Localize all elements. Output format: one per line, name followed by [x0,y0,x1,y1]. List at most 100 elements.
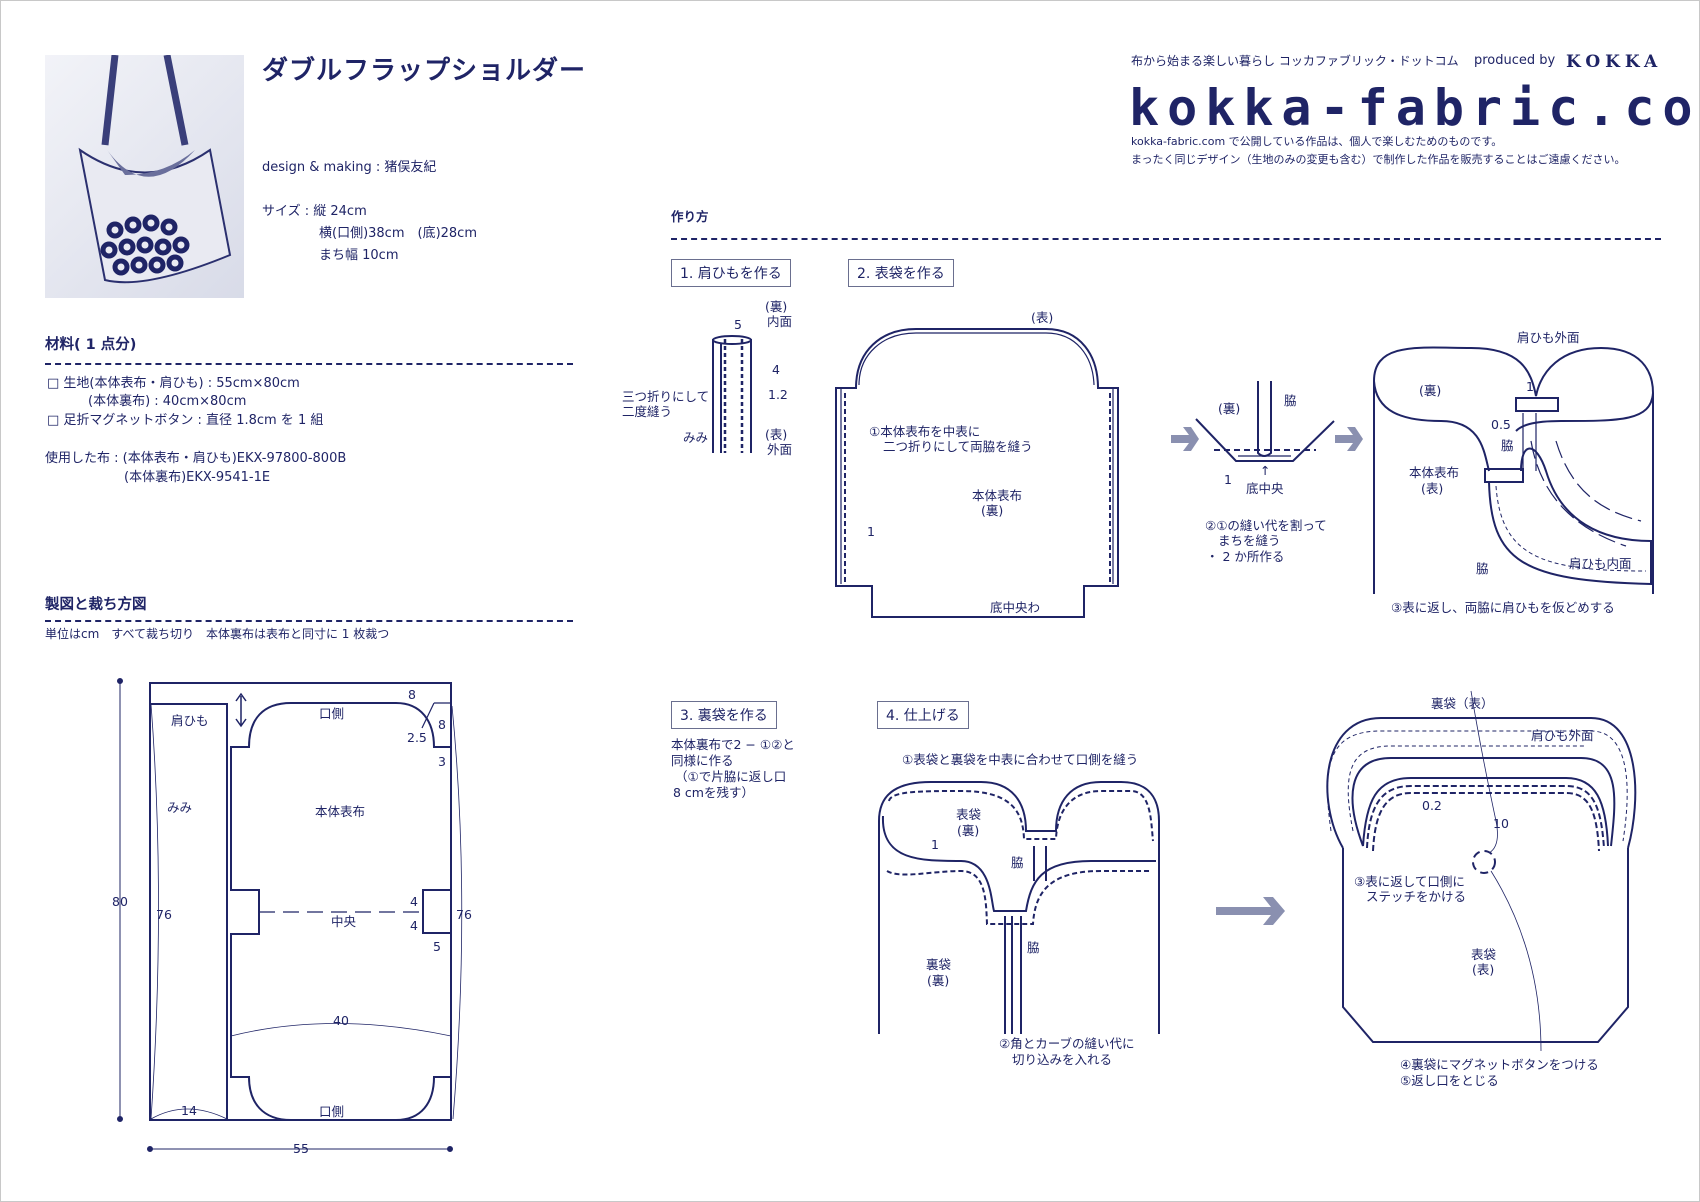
step3-text: （①で片脇に返し口 [675,769,787,784]
arrow-right-icon [1335,427,1363,451]
dimension-body-length: 76 [456,907,472,922]
diagram-label: (裏) [765,299,787,314]
fabric-outline [149,682,452,1121]
cutting-layout [117,678,463,1152]
diagram-label: 1.2 [768,387,788,402]
diagram-label: 肩ひも外面 [1531,728,1594,743]
diagram-label: 本体表布 [1409,465,1459,480]
dimension: 3 [438,754,446,769]
diagram-label: 本体表布 [972,488,1022,503]
step4-title: 4. 仕上げる [877,701,969,729]
diagram-label: 裏袋（表） [1431,696,1494,711]
diagram-label: (表) [765,427,787,442]
label-strap: 肩ひも [171,713,209,728]
bag-illustration [78,55,232,284]
design-credit: design & making : 猪俣友紀 [262,160,437,175]
step3-title: 3. 裏袋を作る [671,701,777,729]
arrow-right-icon [1171,427,1199,451]
diagram-label: 底中央 [1246,481,1284,496]
dimension: 2.5 [407,730,427,745]
diagram-label: 4 [772,362,780,377]
diagram-label: 肩ひも内面 [1569,556,1632,571]
dimension: 8 [408,687,416,702]
dimension: 5 [433,939,441,954]
fabric-used: (本体裏布)EKX-9541-1E [124,470,271,485]
size-height: サイズ : 縦 24cm [262,204,367,219]
size-width: 横(口側)38cm (底)28cm [319,226,477,241]
diagram-label: 裏袋 [926,957,952,972]
diagram-label: (裏) [927,973,949,988]
diagram-label: (表) [1421,481,1443,496]
diagram-label: 0.5 [1491,417,1511,432]
usage-notice-2: まったく同じデザイン（生地のみの変更も含む）で制作した作品を販売することはご遠慮… [1131,153,1626,166]
grain-arrow [235,692,247,728]
diagram-label: ステッチをかける [1366,889,1466,904]
site-logo[interactable]: kokka-fabric.com [1129,79,1700,137]
diagram-label: 表袋 [956,807,982,822]
fabric-used: 使用した布 : (本体表布・肩ひも)EKX-97800-800B [45,451,347,466]
material-item: □ 生地(本体表布・肩ひも) : 55cm×80cm [47,376,300,391]
diagram-label: 二度縫う [622,404,672,419]
step3-text: 本体裏布で2 − ①②と [671,737,795,752]
diagram-label: ①表袋と裏袋を中表に合わせて口側を縫う [902,752,1138,767]
dimension: 4 [410,894,418,909]
diagram-label: (裏) [1218,401,1240,416]
diagram-label: ②角とカーブの縫い代に [999,1036,1134,1051]
strap-diagram [712,335,752,453]
gusset-diagram [1195,381,1335,462]
dimension: 4 [410,918,418,933]
dimension-height: 80 [112,894,128,909]
diagram-label: (裏) [1419,383,1441,398]
diagram-label: 内面 [767,314,792,329]
usage-notice-1: kokka-fabric.com で公開している作品は、個人で楽しむためのもので… [1131,135,1503,148]
diagram-label: 1 [931,837,939,852]
diagram-label: 脇 [1027,940,1040,955]
diagram-label: 脇 [1284,393,1297,408]
brand-tagline: 布から始まる楽しい暮らし コッカファブリック・ドットコム [1131,54,1459,68]
label-body: 本体表布 [315,804,365,819]
sewing-opening-diagram [878,781,1160,1034]
diagram-label: ①本体表布を中表に [869,424,980,439]
step3-text: 同様に作る [671,753,734,768]
label-selvage: みみ [167,800,192,815]
divider [671,238,1661,240]
strap-piece [149,703,228,1121]
diagram-label: 表袋 [1471,947,1497,962]
diagram-label: 5 [734,317,742,332]
outer-bag-diagram [835,328,1119,618]
diagram-label: 二つ折りにして両脇を縫う [883,439,1033,454]
diagram-label: 1 [1526,379,1534,394]
pattern-note: 単位はcm すべて裁ち切り 本体裏布は表布と同寸に 1 枚裁つ [45,627,390,641]
diagram-label: 脇 [1501,438,1514,453]
diagram-label: 三つ折りにして [622,389,709,404]
finished-bag-diagram [1326,690,1637,1052]
step2-labels: (表) ①本体表布を中表に 二つ折りにして両脇を縫う 本体表布 (裏) 1 底中… [867,310,1632,615]
divider [45,363,573,365]
divider [45,620,573,622]
howto-heading: 作り方 [671,209,709,224]
diagram-label: (裏) [957,823,979,838]
diagram-label: 10 [1493,816,1509,831]
diagram-label: 0.2 [1422,798,1442,813]
step3-text: 8 cmを残す） [673,785,754,800]
diagram-label: ②①の縫い代を割って [1205,518,1327,533]
dimension-width: 55 [293,1141,309,1156]
diagram-label: ③表に返し、両脇に肩ひもを仮どめする [1391,600,1615,615]
dimension-body-width: 40 [333,1013,349,1028]
diagram-label: まちを縫う [1218,533,1281,548]
diagram-label: ⑤返し口をとじる [1400,1073,1499,1088]
dimension: 8 [438,717,446,732]
diagram-label: ・ 2 か所作る [1206,549,1284,564]
diagram-label: ④裏袋にマグネットボタンをつける [1400,1057,1599,1072]
diagram-label: ③表に返して口側に [1354,874,1465,889]
diagram-label: 肩ひも外面 [1517,330,1580,345]
diagram-label: 脇 [1476,561,1489,576]
diagram-label: 外面 [767,442,792,457]
cutting-labels: 肩ひも みみ 本体表布 口側 口側 中央 80 55 76 76 14 40 8… [112,687,472,1156]
material-item: (本体裏布) : 40cm×80cm [88,394,247,409]
materials-heading: 材料( 1 点分) [45,337,137,353]
label-center: 中央 [331,914,357,929]
label-opening: 口側 [319,1104,344,1119]
label-opening: 口側 [319,706,344,721]
